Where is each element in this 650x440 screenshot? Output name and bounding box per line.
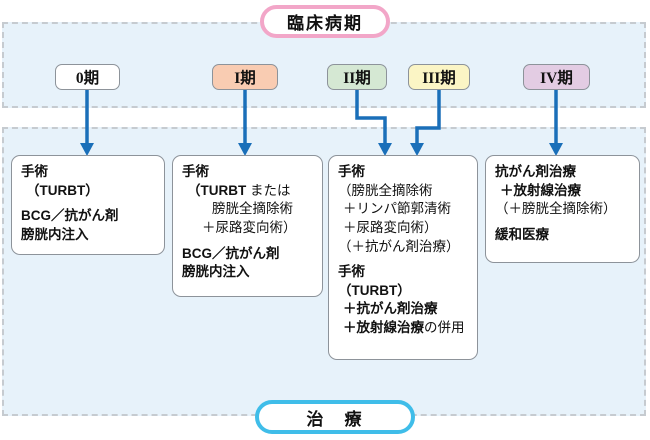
arrowhead-stage-iii (410, 143, 424, 156)
treatment-line: 膀胱内注入 (21, 226, 89, 242)
treatment-line: （膀胱全摘除術 (338, 182, 433, 198)
treatment-line: 手術 (21, 164, 48, 179)
treatment-box-stage-i: 手術 （TURBT または 膀胱全摘除術 ＋尿路変向術） BCG／抗がん剤 膀胱… (172, 155, 323, 297)
stage-box-iv-label: IV期 (540, 70, 573, 87)
treatment-line: （＋膀胱全摘除術） (495, 201, 617, 217)
treatment-line: ＋抗がん剤治療 (343, 301, 438, 317)
treatment-box-stage-0: 手術 （TURBT） BCG／抗がん剤 膀胱内注入 (11, 155, 165, 255)
treatment-line: （TURBT） (338, 282, 411, 298)
treatment-line: （＋抗がん剤治療） (338, 238, 460, 254)
stage-box-iv: IV期 (523, 64, 590, 90)
stage-box-ii: II期 (327, 64, 387, 90)
treatment-label: 治 療 (306, 409, 364, 429)
arrowhead-stage-ii (378, 143, 392, 156)
treatment-line: 膀胱内注入 (182, 264, 250, 280)
arrowhead-stage-iv (549, 143, 563, 156)
treatment-line: BCG／抗がん剤 (21, 208, 119, 224)
stage-box-0-label: 0期 (75, 70, 100, 87)
arrow-stage-ii (355, 90, 387, 144)
treatment-line: ＋リンパ節郭清術 (343, 201, 451, 217)
treatment-label-pill: 治 療 (255, 400, 415, 434)
stage-box-iii-label: III期 (422, 70, 456, 87)
treatment-line: ＋尿路変向術） (202, 219, 297, 235)
treatment-line: 手術 (338, 264, 365, 280)
treatment-line: BCG／抗がん剤 (182, 245, 280, 261)
arrowhead-stage-i (238, 143, 252, 156)
stage-box-i-label: I期 (234, 70, 256, 87)
treatment-line: 緩和医療 (495, 226, 549, 242)
treatment-line: ＋放射線治療の併用 (343, 320, 465, 335)
treatment-line: ＋放射線治療 (500, 182, 581, 198)
stage-box-iii: III期 (408, 64, 470, 90)
treatment-box-stage-iv: 抗がん剤治療 ＋放射線治療 （＋膀胱全摘除術） 緩和医療 (485, 155, 640, 263)
treatment-line: （TURBT） (26, 182, 99, 198)
arrow-stage-iii (415, 90, 441, 144)
treatment-line: ＋尿路変向術） (343, 219, 438, 235)
clinical-stage-label-pill: 臨床病期 (260, 5, 390, 38)
stage-box-i: I期 (212, 64, 278, 90)
treatment-line: （TURBT または (187, 182, 291, 198)
treatment-line: 膀胱全摘除術 (212, 201, 293, 217)
treatment-line: 手術 (182, 164, 209, 179)
clinical-stage-label: 臨床病期 (287, 14, 363, 33)
treatment-box-stage-ii-iii: 手術 （膀胱全摘除術 ＋リンパ節郭清術 ＋尿路変向術） （＋抗がん剤治療） 手術… (328, 155, 478, 360)
stage-box-0: 0期 (55, 64, 120, 90)
treatment-line: 手術 (338, 164, 365, 179)
arrowhead-stage-0 (80, 143, 94, 156)
treatment-line: 抗がん剤治療 (495, 164, 576, 179)
stage-box-ii-label: II期 (343, 70, 371, 87)
